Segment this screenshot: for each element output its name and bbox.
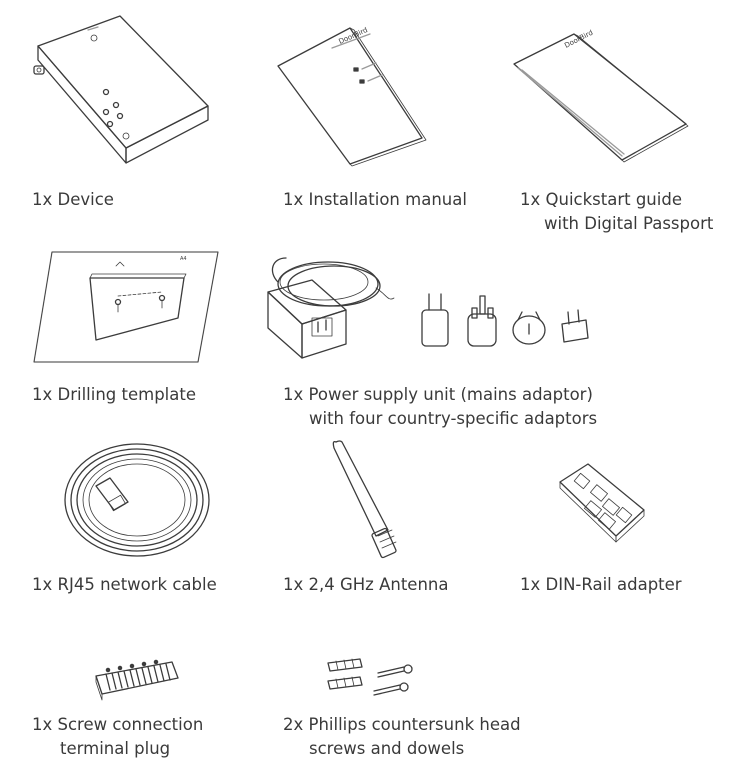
caption-line-2: screws and dowels: [309, 739, 465, 758]
caption-line-2: with Digital Passport: [544, 214, 714, 233]
antenna-caption: 1x 2,4 GHz Antenna: [283, 573, 448, 597]
installation-manual-illustration: DoorBird: [270, 18, 430, 168]
network-cable-caption: 1x RJ45 network cable: [32, 573, 217, 597]
device-caption: 1x Device: [32, 188, 114, 212]
caption-line-1: 1x DIN-Rail adapter: [520, 575, 682, 594]
antenna-illustration: [328, 438, 408, 562]
power-supply-caption: 1x Power supply unit (mains adaptor) wit…: [283, 383, 597, 431]
installation-manual-caption: 1x Installation manual: [283, 188, 467, 212]
device-illustration: [28, 8, 213, 173]
din-rail-adapter-illustration: [556, 460, 648, 543]
caption-line-1: 1x 2,4 GHz Antenna: [283, 575, 449, 594]
svg-text:A4: A4: [180, 256, 187, 262]
caption-line-1: 1x Quickstart guide: [520, 190, 682, 209]
terminal-plug-illustration: [92, 656, 182, 701]
drilling-template-illustration: A4: [30, 248, 225, 368]
network-cable-illustration: [62, 440, 212, 560]
caption-line-2: terminal plug: [60, 739, 171, 758]
caption-line-1: 2x Phillips countersunk head: [283, 715, 521, 734]
screws-dowels-illustration: [322, 655, 417, 699]
caption-line-1: 1x RJ45 network cable: [32, 575, 217, 594]
caption-line-2: with four country-specific adaptors: [309, 409, 598, 428]
caption-line-1: 1x Installation manual: [283, 190, 467, 209]
power-supply-illustration: [258, 252, 408, 370]
terminal-plug-caption: 1x Screw connection terminal plug: [32, 713, 203, 761]
country-adaptors-illustration: [412, 290, 592, 352]
caption-line-1: 1x Drilling template: [32, 385, 196, 404]
screws-caption: 2x Phillips countersunk head screws and …: [283, 713, 521, 761]
caption-line-1: 1x Screw connection: [32, 715, 204, 734]
din-rail-caption: 1x DIN-Rail adapter: [520, 573, 682, 597]
drilling-template-caption: 1x Drilling template: [32, 383, 196, 407]
caption-line-1: 1x Device: [32, 190, 114, 209]
quickstart-guide-illustration: DoorBird: [510, 28, 690, 168]
caption-line-1: 1x Power supply unit (mains adaptor): [283, 385, 593, 404]
quickstart-guide-caption: 1x Quickstart guide with Digital Passpor…: [520, 188, 713, 236]
